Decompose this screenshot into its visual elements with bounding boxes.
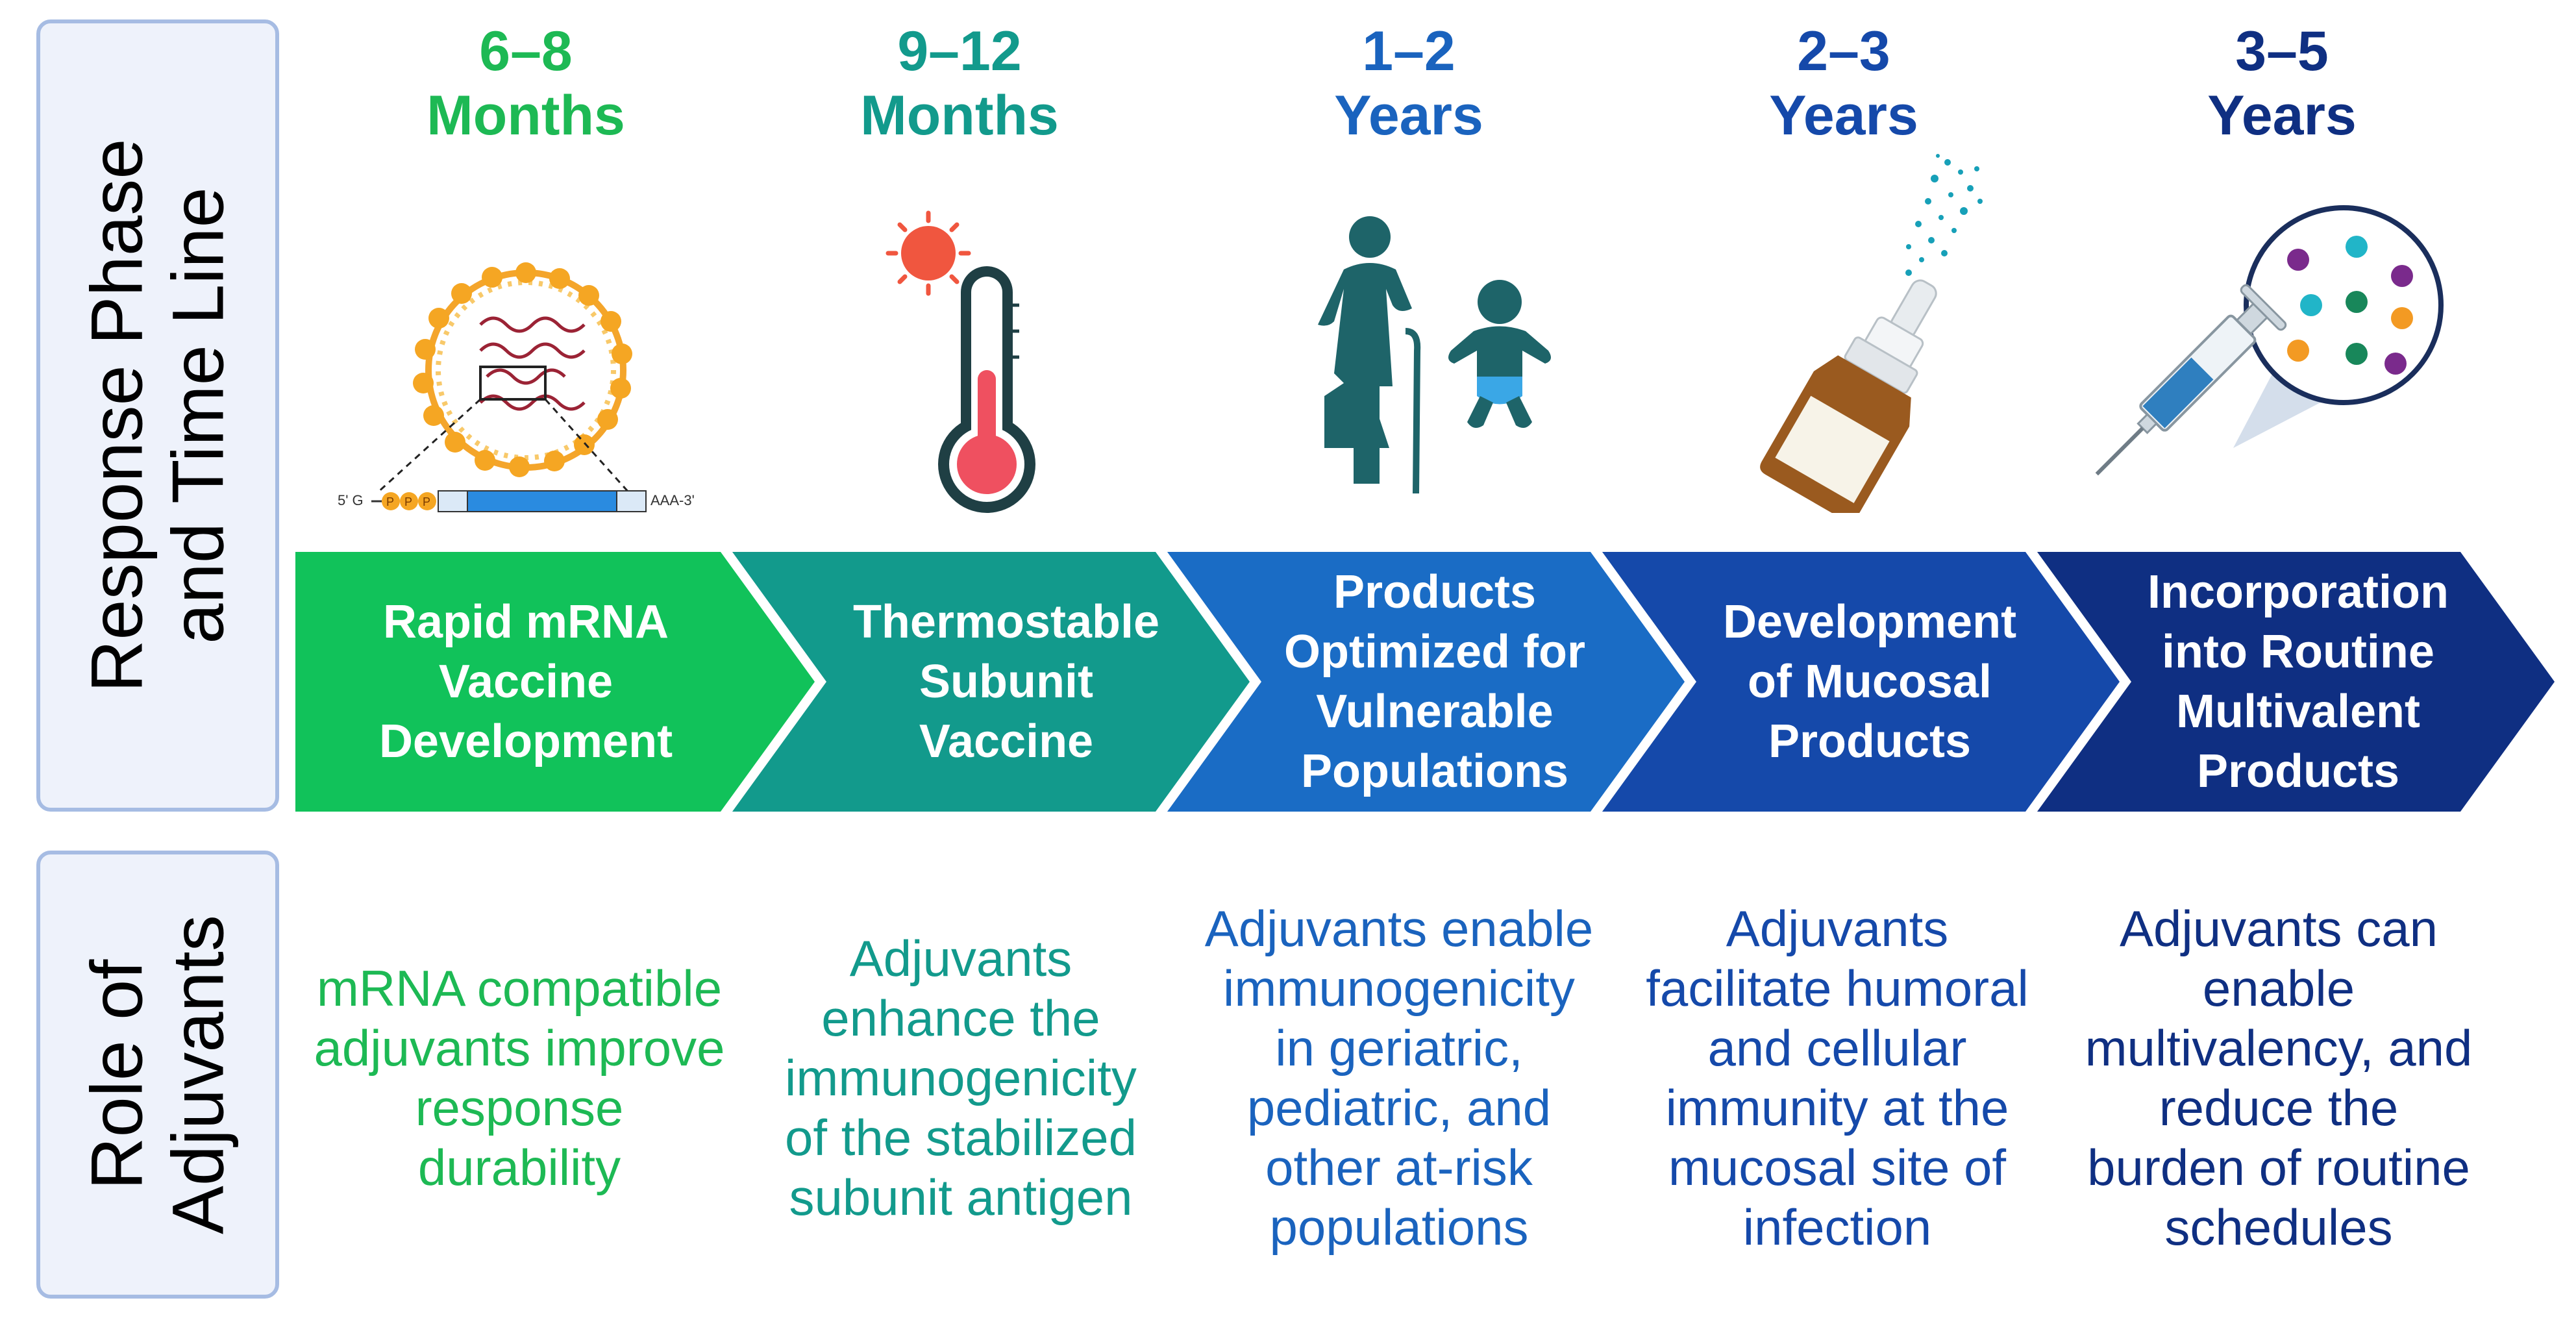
spray-bottle <box>1760 279 1937 513</box>
syringe-multivalent-icon <box>2095 205 2444 476</box>
stage-1-period-range: 6–8 <box>479 20 573 82</box>
stage-3-role-text: Adjuvants enable immunogenicity in geria… <box>1204 899 1594 1256</box>
stage-4-role: Adjuvants facilitate humoral and cellula… <box>1642 857 2032 1299</box>
stage-4-period-unit: Years <box>1769 84 1918 147</box>
response-phase-label-box: Response Phase and Time Line <box>36 19 279 812</box>
stage-1-title: Rapid mRNA Vaccine Development <box>338 552 714 812</box>
stage-3-period: 1–2 Years <box>1208 19 1610 148</box>
stage-4-role-text: Adjuvants facilitate humoral and cellula… <box>1646 899 2029 1256</box>
mrna-strands <box>479 316 586 411</box>
svg-text:P: P <box>423 495 430 508</box>
stage-4-chevron <box>1602 552 2120 812</box>
stage-1-role: mRNA compatible adjuvants improve respon… <box>312 857 727 1299</box>
svg-text:5' G: 5' G <box>338 492 364 508</box>
stage-4-title: Development of Mucosal Products <box>1701 552 2038 812</box>
stage-2-period-unit: Months <box>860 84 1059 147</box>
stage-5-period-unit: Years <box>2207 84 2357 147</box>
stage-3-title-text: Products Optimized for Vulnerable Popula… <box>1284 566 1585 798</box>
stage-5-title: Incorporation into Routine Multivalent P… <box>2129 552 2467 812</box>
lipid-shell <box>413 262 632 477</box>
stage-4-period-range: 2–3 <box>1797 20 1890 82</box>
svg-text:P: P <box>386 495 394 508</box>
stage-4-title-text: Development of Mucosal Products <box>1722 595 2017 768</box>
stage-2-period-range: 9–12 <box>897 20 1022 82</box>
stage-1-period: 6–8 Months <box>325 19 727 148</box>
stage-3-title: Products Optimized for Vulnerable Popula… <box>1259 552 1610 812</box>
stage-3-period-range: 1–2 <box>1362 20 1455 82</box>
spray-mist <box>1905 154 1983 276</box>
stage-2-role-text: Adjuvants enhance the immunogenicity of … <box>784 929 1137 1227</box>
mrna-lipid-nanoparticle-icon: 5' G P P P AAA-3' <box>338 262 695 512</box>
stage-4-period: 2–3 Years <box>1642 19 2045 148</box>
svg-text:AAA-3': AAA-3' <box>650 492 695 508</box>
stage-2-title: Thermostable Subunit Vaccine <box>831 552 1182 812</box>
mrna-construct: 5' G P P P AAA-3' <box>338 490 695 512</box>
stage-2-role: Adjuvants enhance the immunogenicity of … <box>763 857 1159 1299</box>
nasal-spray-icon <box>1760 154 1983 513</box>
stage-3-period-unit: Years <box>1334 84 1483 147</box>
sun-icon <box>886 210 971 296</box>
stage-5-period-range: 3–5 <box>2235 20 2329 82</box>
elderly-person-icon <box>1318 216 1421 494</box>
stage-1-title-text: Rapid mRNA Vaccine Development <box>378 595 673 768</box>
stage-5-chevron <box>2037 552 2555 812</box>
syringe <box>2095 284 2287 476</box>
infant-icon <box>1448 280 1551 428</box>
stage-1-period-unit: Months <box>427 84 625 147</box>
antigen-circle <box>2244 205 2444 405</box>
stage-5-period: 3–5 Years <box>2081 19 2483 148</box>
stage-5-role: Adjuvants can enable multivalency, and r… <box>2081 857 2477 1299</box>
thermometer-sun-icon <box>886 210 1035 513</box>
role-of-adjuvants-label-box: Role of Adjuvants <box>36 851 279 1299</box>
stage-3-chevron <box>1167 552 1685 812</box>
elderly-and-infant-icon <box>1318 216 1551 494</box>
stage-5-role-text: Adjuvants can enable multivalency, and r… <box>2085 899 2473 1256</box>
stage-2-period: 9–12 Months <box>758 19 1161 148</box>
stage-1-role-text: mRNA compatible adjuvants improve respon… <box>314 959 725 1197</box>
zoom-box <box>479 366 547 401</box>
svg-text:P: P <box>404 495 412 508</box>
stage-1-chevron <box>295 552 815 812</box>
stage-3-role: Adjuvants enable immunogenicity in geria… <box>1204 857 1594 1299</box>
stage-2-title-text: Thermostable Subunit Vaccine <box>852 595 1160 768</box>
stage-2-chevron <box>732 552 1250 812</box>
thermometer-body <box>938 266 1035 513</box>
stage-5-title-text: Incorporation into Routine Multivalent P… <box>2148 566 2449 798</box>
